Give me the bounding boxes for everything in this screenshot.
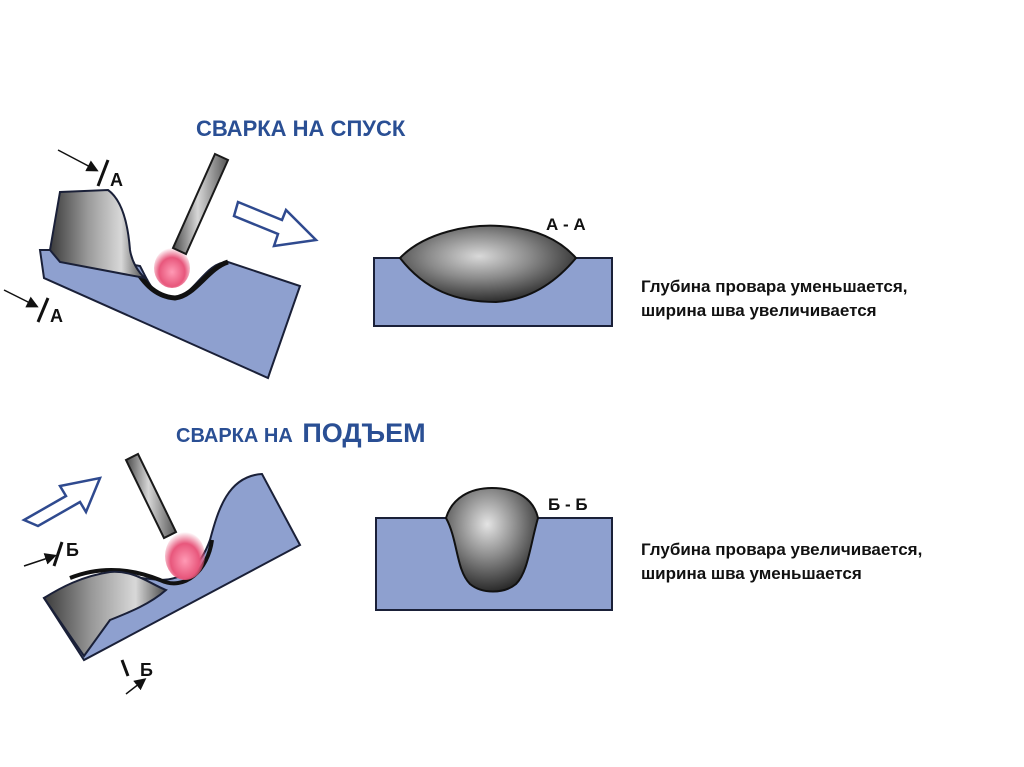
section-a-a-label: А - А bbox=[546, 215, 586, 234]
downhill-electrode bbox=[154, 152, 230, 288]
section-b-b-label: Б - Б bbox=[548, 495, 588, 514]
uphill-weld-metal bbox=[42, 570, 168, 658]
svg-text:Б: Б bbox=[66, 540, 79, 560]
downhill-direction-arrow bbox=[232, 200, 319, 248]
svg-text:А: А bbox=[50, 306, 63, 326]
cut-marker-a-top: А bbox=[57, 149, 123, 190]
uphill-direction-arrow bbox=[21, 476, 103, 528]
section-b-b: Б - Б bbox=[375, 486, 613, 611]
downhill-weld-metal bbox=[48, 188, 149, 280]
cut-marker-b-top: Б bbox=[23, 540, 79, 567]
downhill-title: СВАРКА НА СПУСК bbox=[196, 116, 406, 141]
svg-text:А: А bbox=[110, 170, 123, 190]
section-a-a-bead bbox=[398, 224, 578, 304]
uphill-caption-line2: ширина шва уменьшается bbox=[641, 564, 862, 583]
downhill-caption-line2: ширина шва увеличивается bbox=[641, 301, 877, 320]
uphill-caption-line1: Глубина провара увеличивается, bbox=[641, 540, 922, 559]
downhill-arc-glow bbox=[154, 248, 190, 288]
uphill-electrode bbox=[124, 452, 205, 580]
uphill-plate bbox=[42, 472, 302, 662]
cut-marker-b-bottom: Б bbox=[120, 659, 153, 695]
downhill-plate bbox=[38, 188, 302, 380]
cut-marker-a-bottom: А bbox=[3, 289, 63, 326]
section-a-a: А - А bbox=[373, 215, 613, 327]
section-b-b-bead bbox=[444, 486, 540, 593]
uphill-title: СВАРКА НА ПОДЪЕМ bbox=[176, 418, 426, 448]
uphill-arc-glow bbox=[165, 532, 205, 580]
svg-text:Б: Б bbox=[140, 660, 153, 680]
downhill-caption-line1: Глубина провара уменьшается, bbox=[641, 277, 908, 296]
